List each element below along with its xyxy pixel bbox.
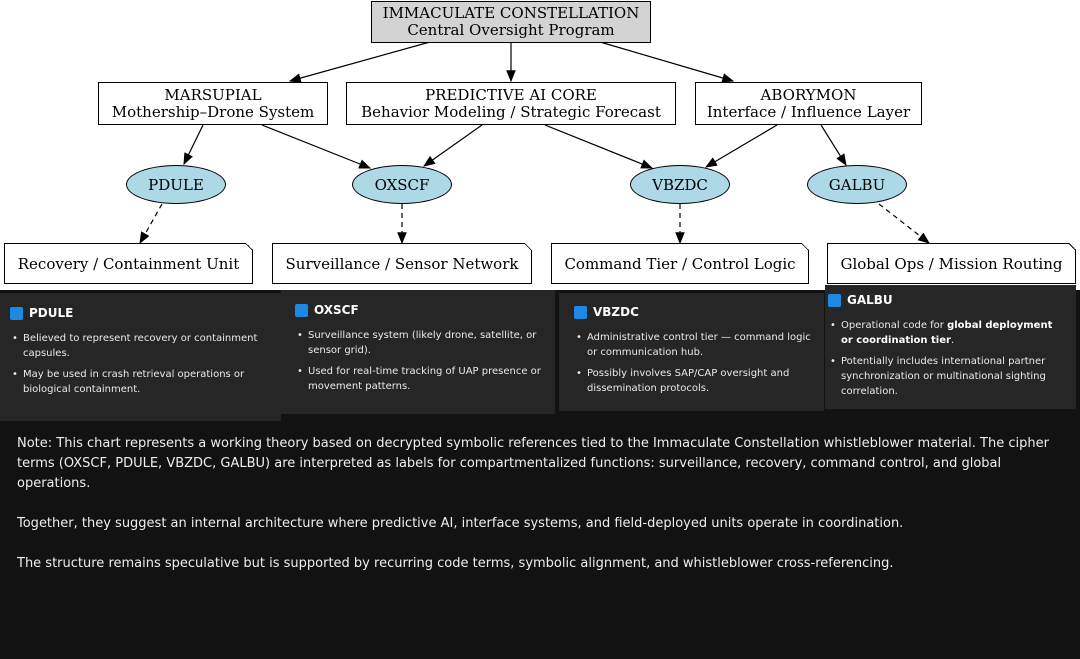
panel-heading-label: PDULE — [29, 306, 74, 320]
top-node-subtitle: Central Oversight Program — [407, 21, 615, 39]
branch-subtitle: Mothership–Drone System — [111, 102, 315, 121]
edge-marsupial-pdule — [183, 124, 204, 166]
bullet-text: Operational code for — [841, 320, 948, 331]
blue-square-icon — [828, 294, 841, 307]
edge-galbu-function — [878, 203, 930, 244]
panel-bullet: Believed to represent recovery or contai… — [10, 331, 269, 361]
bullet-text-end: . — [950, 335, 955, 346]
edge-aborymon-galbu — [820, 124, 847, 167]
code-node-pdule: PDULE — [126, 165, 226, 204]
panel-bullet: Used for real-time tracking of UAP prese… — [295, 364, 543, 394]
code-node-galbu: GALBU — [807, 165, 907, 204]
panel-heading: PDULE — [10, 306, 269, 321]
panel-heading: OXSCF — [295, 303, 543, 318]
footnote-paragraph: The structure remains speculative but is… — [17, 556, 894, 571]
panel-bullet: Administrative control tier — command lo… — [574, 330, 812, 360]
function-note-surveillance: Surveillance / Sensor Network — [272, 243, 532, 284]
panel-bullet: Surveillance system (likely drone, satel… — [295, 328, 543, 358]
panel-heading: GALBU — [828, 293, 1064, 308]
edge-top-aborymon — [599, 41, 735, 83]
function-note-recovery: Recovery / Containment Unit — [4, 243, 253, 284]
blue-square-icon — [10, 307, 23, 320]
code-node-oxscf: OXSCF — [352, 165, 452, 204]
panel-heading-label: VBZDC — [593, 305, 639, 319]
panel-bullet: May be used in crash retrieval operation… — [10, 367, 269, 397]
function-note-global-ops: Global Ops / Mission Routing — [827, 243, 1076, 284]
bullet-emphasis: global deployment or coordination tier — [841, 320, 1053, 346]
branch-title: PREDICTIVE AI CORE — [425, 85, 597, 104]
panel-vbzdc: VBZDC Administrative control tier — comm… — [559, 293, 824, 411]
panel-heading-label: OXSCF — [314, 303, 359, 317]
panel-oxscf: OXSCF Surveillance system (likely drone,… — [281, 290, 555, 414]
edge-aborymon-vbzdc — [704, 124, 778, 168]
code-node-vbzdc: VBZDC — [630, 165, 730, 204]
footnote-paragraph: Together, they suggest an internal archi… — [17, 516, 904, 531]
edge-predictive-vbzdc — [544, 124, 654, 169]
top-node: IMMACULATE CONSTELLATION Central Oversig… — [371, 1, 651, 43]
panel-bullets: Operational code for global deployment o… — [828, 318, 1064, 399]
branch-title: MARSUPIAL — [164, 85, 262, 104]
panel-bullet: Potentially includes international partn… — [828, 354, 1064, 399]
blue-square-icon — [574, 306, 587, 319]
panel-bullets: Surveillance system (likely drone, satel… — [295, 328, 543, 394]
edge-marsupial-oxscf — [261, 124, 372, 169]
footnote-paragraph: Note: This chart represents a working th… — [17, 436, 1049, 491]
branch-subtitle: Behavior Modeling / Strategic Forecast — [361, 102, 661, 121]
panel-bullets: Administrative control tier — command lo… — [574, 330, 812, 396]
panel-bullets: Believed to represent recovery or contai… — [10, 331, 269, 397]
edge-top-marsupial — [288, 41, 431, 83]
org-diagram: IMMACULATE CONSTELLATION Central Oversig… — [0, 0, 1080, 290]
panel-heading-label: GALBU — [847, 293, 893, 307]
branch-node-marsupial: MARSUPIAL Mothership–Drone System — [98, 82, 328, 125]
function-note-command: Command Tier / Control Logic — [551, 243, 809, 284]
panel-pdule: PDULE Believed to represent recovery or … — [0, 293, 281, 421]
branch-node-predictive-ai-core: PREDICTIVE AI CORE Behavior Modeling / S… — [346, 82, 676, 125]
blue-square-icon — [295, 304, 308, 317]
panel-bullet: Possibly involves SAP/CAP oversight and … — [574, 366, 812, 396]
panel-galbu: GALBU Operational code for global deploy… — [825, 285, 1076, 409]
edge-pdule-function — [139, 203, 163, 245]
panel-heading: VBZDC — [574, 305, 812, 320]
branch-node-aborymon: ABORYMON Interface / Influence Layer — [695, 82, 922, 125]
footnote-block: Note: This chart represents a working th… — [17, 434, 1057, 594]
branch-title: ABORYMON — [760, 85, 857, 104]
connector-layer — [139, 41, 930, 245]
panel-bullet: Operational code for global deployment o… — [828, 318, 1064, 348]
top-node-title: IMMACULATE CONSTELLATION — [382, 4, 640, 22]
branch-subtitle: Interface / Influence Layer — [706, 102, 911, 121]
edge-predictive-oxscf — [423, 124, 483, 167]
